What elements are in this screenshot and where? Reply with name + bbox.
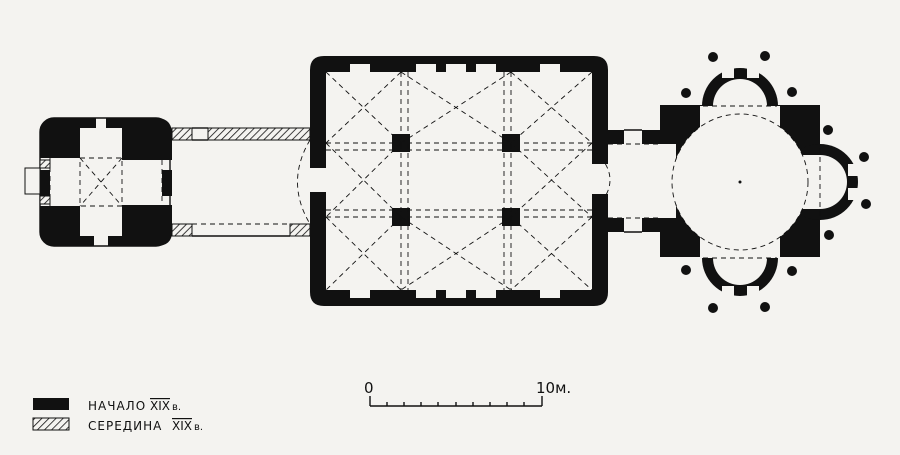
scale-bar: 0 10м.	[364, 379, 571, 407]
legend-century-mid: XIX	[172, 419, 192, 433]
legend-swatch-solid	[33, 398, 69, 410]
refectory-link	[171, 127, 311, 237]
legend-label-early: НАЧАЛО	[88, 399, 146, 413]
legend-century-early: XIX	[150, 399, 170, 413]
legend-swatch-hatched	[32, 417, 70, 431]
legend-item-early: НАЧАЛО XIX в.	[33, 398, 181, 413]
legend-suffix-early: в.	[172, 402, 181, 413]
main-hall	[310, 56, 611, 306]
bell-tower	[24, 117, 172, 247]
rotunda	[660, 51, 871, 313]
scale-start-label: 0	[364, 379, 374, 397]
legend-suffix-mid: в.	[194, 422, 203, 433]
connector-passage	[608, 129, 660, 233]
legend: НАЧАЛО XIX в. СЕРЕДИНА XIX в.	[32, 398, 203, 433]
legend-item-mid: СЕРЕДИНА XIX в.	[32, 417, 203, 433]
scale-end-label: 10м.	[536, 379, 571, 397]
legend-label-mid: СЕРЕДИНА	[88, 419, 162, 433]
